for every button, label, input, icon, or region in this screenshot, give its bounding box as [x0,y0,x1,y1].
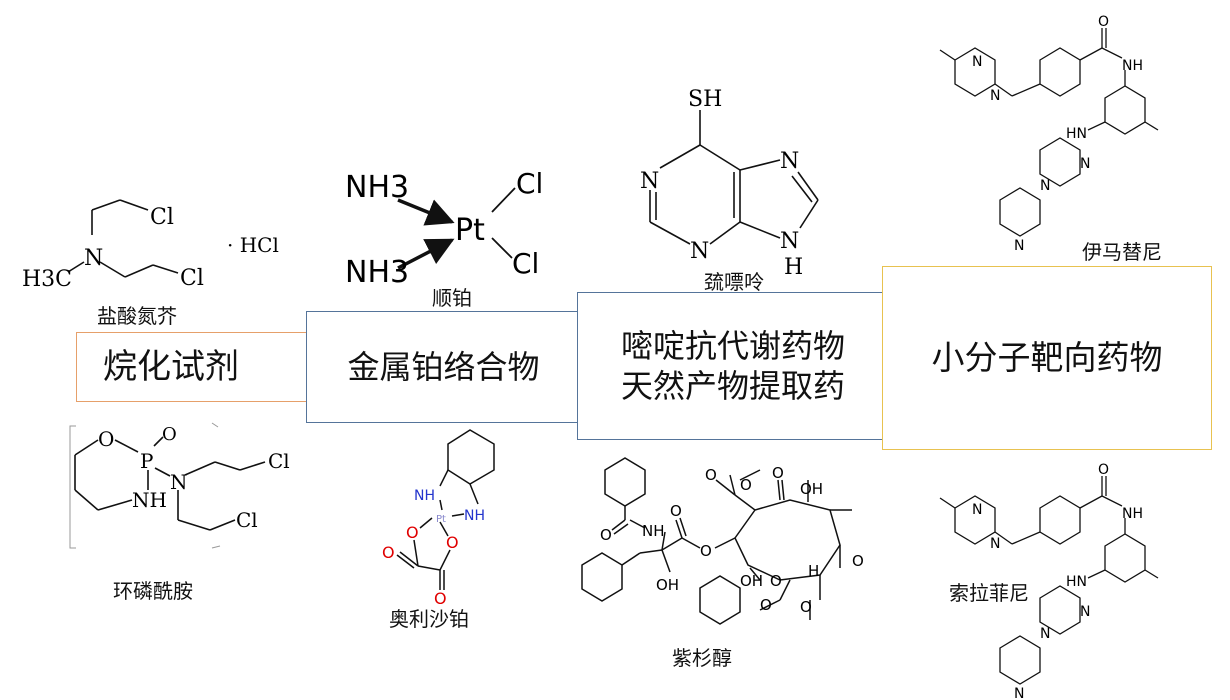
paclitaxel-o-4: O [705,466,717,484]
oxaliplatin-o-4: O [434,589,447,608]
imatinib-n-1: N [972,54,982,70]
oxaliplatin-o-1: O [406,523,419,542]
cisplatin-pt: Pt [455,213,485,248]
oxaliplatin-pt: Pt [436,514,446,525]
cyclophosphamide-p: P [140,449,153,473]
paclitaxel-o-10: O [800,598,812,616]
category-antimetabolite-box: 嘧啶抗代谢药物 天然产物提取药 [577,292,889,440]
chlormethine-h3c: H3C [22,267,72,292]
cyclophosphamide-o: O [162,424,177,445]
paclitaxel-o-5: O [740,476,752,494]
category-alkylating-label: 烷化试剂 [103,346,239,387]
cisplatin-nh3-2: NH3 [345,255,409,290]
paclitaxel-o-7: O [852,552,864,570]
imatinib-o: O [1098,14,1109,30]
oxaliplatin-nh-2: NH [464,508,485,524]
paclitaxel-oh-3: OH [740,572,763,590]
oxaliplatin-o-2: O [446,533,459,552]
imatinib-n-4: N [1040,178,1050,194]
caption-paclitaxel: 紫杉醇 [672,646,732,670]
nilotinib-n-4: N [1040,626,1050,642]
oxaliplatin-structure: NH NH Pt O O O O [382,429,495,608]
category-natural-label: 天然产物提取药 [620,367,845,405]
cyclophosphamide-cl-1: Cl [268,449,290,473]
nilotinib-nh: NH [1122,506,1143,522]
mercaptopurine-n-1: N [640,169,659,194]
cisplatin-cl-1: Cl [516,167,543,200]
category-targeted-box: 小分子靶向药物 [882,266,1212,450]
mercaptopurine-n-3: N [780,149,799,174]
caption-cisplatin: 顺铂 [432,286,472,310]
cisplatin-cl-2: Cl [512,247,539,280]
cyclophosphamide-n: N [170,470,188,494]
mercaptopurine-h: H [784,255,803,280]
paclitaxel-oh-1: OH [656,576,679,594]
mercaptopurine-sh: SH [688,87,722,112]
imatinib-n-2: N [990,88,1000,104]
cisplatin-nh3-1: NH3 [345,170,409,205]
imatinib-n-3: N [1080,156,1090,172]
chlormethine-cl-2: Cl [180,266,204,291]
imatinib-structure: N N O NH HN N N N [939,14,1159,254]
chlormethine-hcl: · HCl [227,233,279,257]
chlormethine-n: N [84,246,103,271]
nilotinib-o: O [1098,462,1109,478]
paclitaxel-nh: NH [642,522,665,540]
caption-nilotinib: 索拉菲尼 [949,581,1029,605]
caption-oxaliplatin: 奥利沙铂 [389,607,469,631]
chlormethine-structure: N Cl Cl H3C · HCl [22,199,279,292]
caption-chlormethine: 盐酸氮芥 [97,304,177,328]
category-targeted-label: 小分子靶向药物 [931,338,1163,378]
mercaptopurine-structure: SH N N N N H [640,87,819,280]
nilotinib-n-3: N [1080,604,1090,620]
cisplatin-structure: NH3 NH3 Pt Cl Cl [345,167,543,290]
paclitaxel-h: H [808,562,819,580]
cyclophosphamide-structure: O P O N NH Cl Cl [69,422,290,549]
caption-mercaptopurine: 巯嘌呤 [704,270,764,294]
category-platinum-label: 金属铂络合物 [347,348,540,386]
mercaptopurine-n-2: N [690,239,709,264]
cyclophosphamide-o-ring: O [98,427,114,451]
cyclophosphamide-nh: NH [132,488,167,512]
nilotinib-n-5: N [1014,686,1024,700]
paclitaxel-o-3: O [700,542,712,560]
paclitaxel-oh-2: OH [800,480,823,498]
paclitaxel-o-8: O [770,572,782,590]
paclitaxel-structure: NH O OH O O O O O OH O OH O H O O [581,457,864,625]
category-alkylating-box: 烷化试剂 [76,332,316,402]
imatinib-hn: HN [1066,126,1087,142]
imatinib-n-5: N [1014,238,1024,254]
category-platinum-box: 金属铂络合物 [306,311,581,423]
caption-imatinib: 伊马替尼 [1082,240,1162,264]
caption-cyclophosphamide: 环磷酰胺 [113,579,193,603]
oxaliplatin-o-3: O [382,543,395,562]
nilotinib-n-1: N [972,502,982,518]
paclitaxel-o-6: O [772,464,784,482]
cyclophosphamide-cl-2: Cl [236,508,258,532]
category-antimetabolite-label: 嘧啶抗代谢药物 [620,327,845,365]
paclitaxel-o-9: O [760,596,772,614]
oxaliplatin-nh-1: NH [414,488,435,504]
chlormethine-cl-1: Cl [150,205,174,230]
mercaptopurine-n-4: N [780,229,799,254]
nilotinib-n-2: N [990,536,1000,552]
imatinib-nh: NH [1122,58,1143,74]
paclitaxel-o-2: O [670,502,682,520]
paclitaxel-o-1: O [600,526,612,544]
nilotinib-hn: HN [1066,574,1087,590]
